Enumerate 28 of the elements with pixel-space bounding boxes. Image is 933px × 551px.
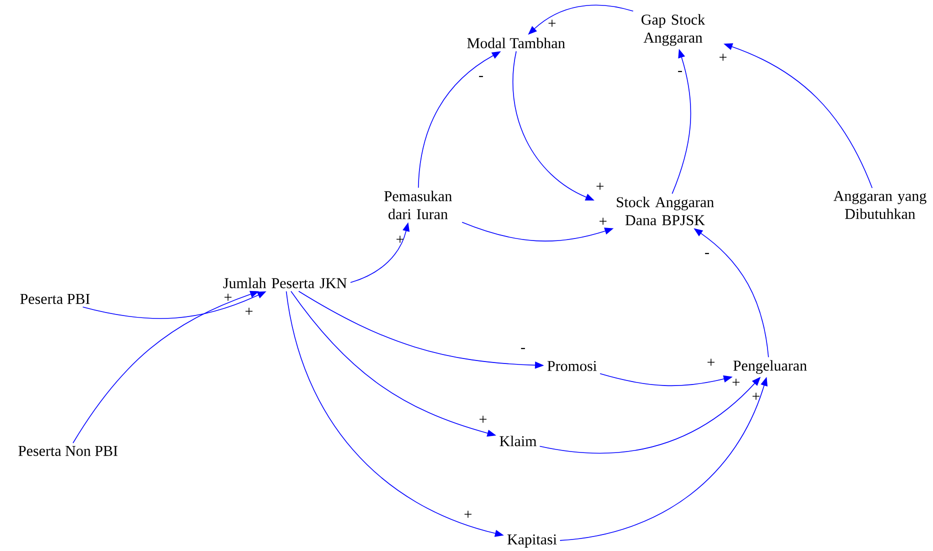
variable-label: Modal Tambhan: [467, 38, 566, 48]
polarity-sign: +: [752, 392, 760, 400]
variable-label: Klaim: [500, 436, 537, 446]
variable-label: Peserta Non PBI: [18, 446, 118, 456]
polarity-sign: +: [480, 416, 486, 423]
polarity-sign: +: [708, 358, 714, 366]
polarity-sign: -: [705, 252, 709, 254]
variable-label: Stock Anggaran Dana BPJSK: [616, 196, 714, 226]
variable-label: Pengeluaran: [733, 360, 807, 374]
polarity-sign: +: [600, 218, 606, 225]
variable-label: Anggaran yang Dibutuhkan: [834, 190, 926, 220]
polarity-sign: -: [678, 70, 682, 72]
polarity-sign: -: [521, 348, 525, 350]
variable-label: Pemasukan dari Iuran: [384, 190, 452, 220]
polarity-sign: +: [396, 236, 404, 243]
polarity-sign: +: [548, 20, 556, 27]
polarity-sign: +: [246, 308, 252, 315]
variable-label: Promosi: [547, 360, 597, 372]
variable-label: Gap Stock Anggaran: [642, 14, 706, 46]
polarity-sign: +: [720, 54, 726, 61]
polarity-sign: -: [479, 76, 483, 78]
polarity-sign: +: [224, 294, 232, 301]
polarity-sign: +: [732, 378, 740, 386]
variable-label: Jumlah Peserta JKN: [223, 278, 347, 288]
polarity-sign: +: [596, 182, 604, 190]
variable-label: Kapitasi: [507, 534, 557, 548]
variable-label: Peserta PBI: [20, 294, 90, 304]
polarity-sign: +: [464, 510, 472, 518]
